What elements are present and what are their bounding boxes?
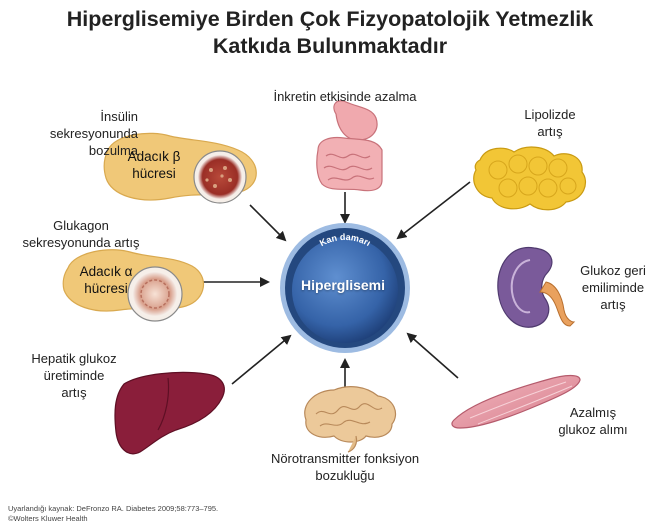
kidney-label-line-1: Glukoz geri (580, 263, 646, 278)
beta-cell-line-1: Adacık β (127, 149, 181, 164)
muscle-illustration (451, 374, 581, 429)
insulin-label: İnsülin sekresyonunda bozulma (20, 108, 138, 159)
insulin-label-line-3: bozulma (88, 143, 138, 158)
liver-label-line-3: artış (61, 385, 87, 400)
liver-label-line-1: Hepatik glukoz (31, 351, 117, 366)
alpha-cell-line-1: Adacık α (79, 264, 133, 279)
liver-label: Hepatik glukoz üretiminde artış (14, 350, 134, 401)
kidney-illustration (497, 246, 576, 328)
brain-illustration (304, 386, 397, 453)
incretin-label-line-1: İnkretin etkisinde azalma (273, 89, 417, 104)
arrow-liver (231, 334, 292, 385)
arrow-insulin (249, 204, 287, 242)
muscle-label: Azalmış glukoz alımı (548, 404, 638, 438)
lipolysis-label-line-1: Lipolizde (524, 107, 576, 122)
glucagon-label-line-1: Glukagon (53, 218, 109, 233)
brain-label: Nörotransmitter fonksiyon bozukluğu (240, 450, 450, 484)
source-citation: Uyarlandığı kaynak: DeFronzo RA. Diabete… (8, 504, 219, 513)
beta-cell-line-2: hücresi (132, 166, 176, 181)
brain-label-line-1: Nörotransmitter fonksiyon (270, 451, 420, 466)
gut-illustration (316, 100, 383, 192)
insulin-label-line-1: İnsülin (100, 109, 138, 124)
kidney-label-line-3: artış (600, 297, 626, 312)
pancreas-beta-illustration (103, 132, 257, 204)
kidney-label-line-2: emiliminde (581, 280, 645, 295)
beta-cell-label: Adacık β hücresi (118, 148, 190, 182)
hyperglycemia-label: Hiperglisemi (300, 277, 386, 293)
glucagon-label: Glukagon sekresyonunda artış (6, 217, 156, 251)
pancreas-alpha-illustration (62, 249, 205, 322)
arrows (192, 181, 471, 388)
muscle-label-line-1: Azalmış (569, 405, 617, 420)
muscle-label-line-2: glukoz alımı (558, 422, 628, 437)
glucagon-label-line-2: sekresyonunda artış (22, 235, 140, 250)
liver-label-line-2: üretiminde (43, 368, 105, 383)
brain-label-line-2: bozukluğu (315, 468, 375, 483)
arrow-muscle (406, 332, 459, 379)
liver-illustration (114, 371, 225, 455)
insulin-label-line-2: sekresyonunda (49, 126, 138, 141)
source-footer: Uyarlandığı kaynak: DeFronzo RA. Diabete… (8, 504, 218, 524)
kidney-label: Glukoz geri emiliminde artış (572, 262, 654, 313)
copyright: ©Wolters Kluwer Health (8, 514, 88, 523)
arrow-lipolysis (396, 181, 471, 240)
lipolysis-label: Lipolizde artış (510, 106, 590, 140)
incretin-label: İnkretin etkisinde azalma (255, 88, 435, 105)
title-line-2: Katkıda Bulunmaktadır (212, 34, 448, 58)
hyperglycemia-hub (280, 223, 410, 353)
adipose-illustration (473, 146, 587, 211)
alpha-cell-line-2: hücresi (84, 281, 128, 296)
title-line-1: Hiperglisemiye Birden Çok Fizyopatolojik… (66, 7, 594, 31)
lipolysis-label-line-2: artış (537, 124, 563, 139)
page-title: Hiperglisemiye Birden Çok Fizyopatolojik… (0, 6, 660, 60)
vessel-label: Kan damarı (318, 232, 372, 248)
alpha-cell-label: Adacık α hücresi (70, 263, 142, 297)
